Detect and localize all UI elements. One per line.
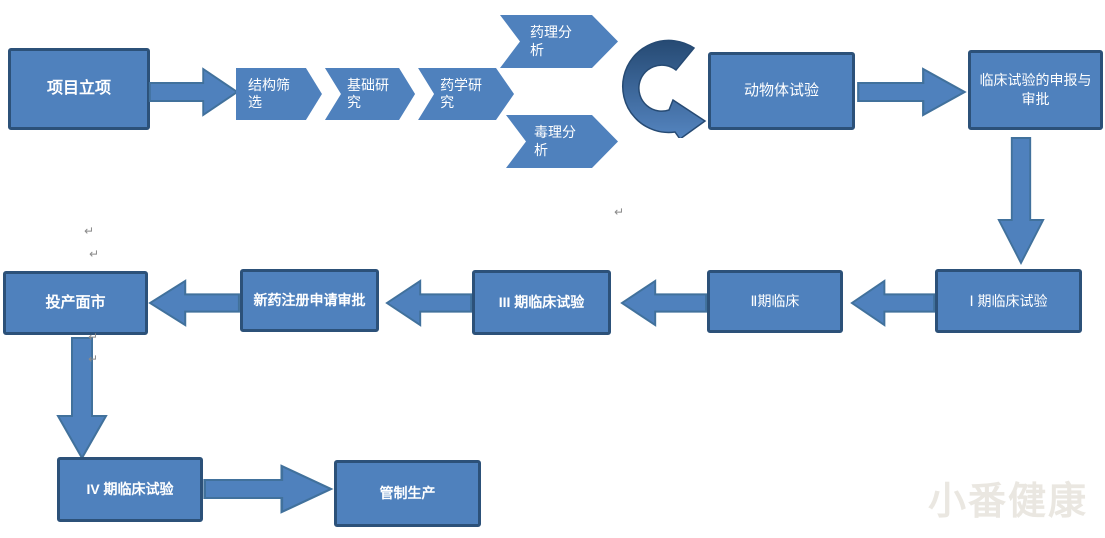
arrow-right-icon xyxy=(148,66,240,118)
watermark: 小番健康 xyxy=(928,481,1089,523)
node-clinical-trial-application-approval[interactable]: 临床试验的申报与审批 xyxy=(968,50,1103,130)
chevron-pharmacology-analysis[interactable]: 药理分析 xyxy=(500,15,618,68)
node-animal-testing[interactable]: 动物体试验 xyxy=(708,52,855,130)
paragraph-mark: ↵ xyxy=(89,247,100,261)
node-phase3-clinical-trial[interactable]: III 期临床试验 xyxy=(472,270,611,335)
node-production-market-launch[interactable]: 投产面市 xyxy=(3,271,148,335)
node-phase4-clinical-trial[interactable]: IV 期临床试验 xyxy=(57,457,203,522)
paragraph-mark: ↵ xyxy=(88,330,99,344)
node-phase2-clinical[interactable]: Ⅱ期临床 xyxy=(707,270,843,333)
arrow-down-icon xyxy=(997,136,1045,266)
paragraph-mark: ↵ xyxy=(88,352,99,366)
node-controlled-production[interactable]: 管制生产 xyxy=(334,460,481,527)
arrow-right-icon xyxy=(856,66,968,118)
arrow-down-icon xyxy=(56,336,108,460)
node-new-drug-registration-approval[interactable]: 新药注册申请审批 xyxy=(240,269,379,332)
curved-arrow-icon xyxy=(612,34,708,138)
arrow-left-icon xyxy=(620,279,708,327)
chevron-step-pharmaceutical-research[interactable]: 药学研究 xyxy=(418,68,514,120)
chevron-step-basic-research[interactable]: 基础研究 xyxy=(325,68,415,120)
node-phase1-clinical-trial[interactable]: Ⅰ 期临床试验 xyxy=(935,269,1082,333)
arrow-right-icon xyxy=(202,463,335,515)
paragraph-mark: ↵ xyxy=(84,224,95,238)
paragraph-mark: ↵ xyxy=(614,205,625,219)
chevron-toxicology-analysis[interactable]: 毒理分析 xyxy=(506,115,618,168)
arrow-left-icon xyxy=(148,279,241,327)
arrow-left-icon xyxy=(850,279,936,327)
arrow-left-icon xyxy=(385,279,473,327)
chevron-step-structure-screening[interactable]: 结构筛选 xyxy=(236,68,322,120)
process-chevron-band: 结构筛选 基础研究 药学研究 xyxy=(236,68,514,120)
node-project-initiation[interactable]: 项目立项 xyxy=(8,48,150,130)
